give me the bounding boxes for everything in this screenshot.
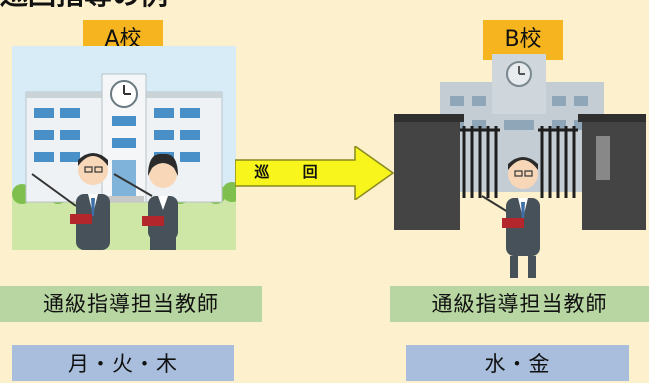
- arrow-label: 巡 回: [254, 163, 332, 181]
- school-b-label: B校: [483, 20, 563, 60]
- school-a-illustration: [12, 46, 236, 250]
- page-heading: 巡回指導の例: [0, 0, 168, 12]
- school-a-days: 月・火・木: [12, 345, 234, 381]
- arrow-right-icon: [235, 146, 395, 200]
- school-a-drawing: [12, 46, 236, 250]
- school-b-role: 通級指導担当教師: [390, 286, 649, 322]
- school-a-role: 通級指導担当教師: [0, 286, 262, 322]
- school-b-illustration: [394, 48, 646, 278]
- school-b-drawing: [394, 54, 646, 278]
- school-b-days: 水・金: [406, 345, 629, 381]
